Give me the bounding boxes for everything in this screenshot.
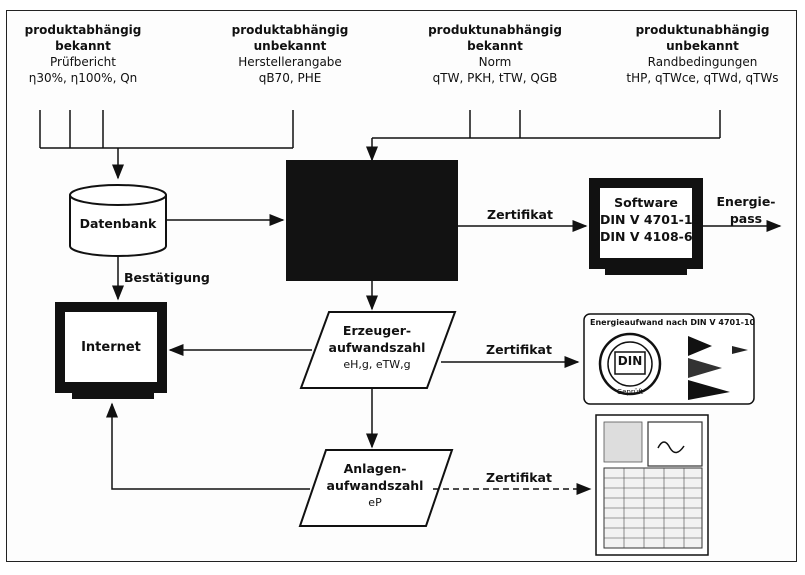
database-node bbox=[69, 184, 167, 257]
certificate-document bbox=[595, 414, 709, 556]
anlagen-node-shape bbox=[298, 449, 454, 527]
processing-box bbox=[286, 160, 458, 281]
input-connectors bbox=[39, 110, 721, 180]
input-source: Prüfbericht bbox=[50, 55, 116, 69]
input-variables: η30%, η100%, Qn bbox=[28, 71, 138, 85]
erzeuger-line-1: Erzeuger- bbox=[342, 323, 412, 338]
energiepass-label: Energie- pass bbox=[716, 193, 776, 227]
din-label-badge bbox=[583, 313, 755, 405]
input-header-4: produktunabhängig unbekannt Randbedingun… bbox=[615, 22, 790, 86]
energiepass-line-1: Energie- bbox=[716, 194, 776, 209]
input-status: bekannt bbox=[467, 39, 523, 53]
input-variables: qTW, PKH, tTW, QGB bbox=[432, 71, 558, 85]
input-category: produktabhängig bbox=[231, 23, 349, 37]
input-header-2: produktabhängig unbekannt Herstelleranga… bbox=[210, 22, 370, 86]
input-status: bekannt bbox=[55, 39, 111, 53]
internet-label: Internet bbox=[81, 340, 141, 355]
software-standard-2: DIN V 4108-6 bbox=[600, 229, 693, 244]
flow-arrows bbox=[106, 214, 782, 490]
certificate-document-edge: Zertifikat bbox=[486, 470, 552, 485]
badge-logo-text: DIN bbox=[617, 354, 643, 368]
database-label: Datenbank bbox=[79, 216, 157, 231]
anlagen-label: Anlagen- aufwandszahl eP bbox=[310, 460, 440, 511]
confirmation-label: Bestätigung bbox=[124, 270, 210, 285]
erzeuger-node-shape bbox=[299, 311, 457, 389]
software-standard-1: DIN V 4701-10 bbox=[600, 212, 702, 227]
badge-title: Energieaufwand nach DIN V 4701-10 bbox=[590, 318, 756, 327]
certificate-software-label: Zertifikat bbox=[487, 207, 553, 222]
erzeuger-variables: eH,g, eTW,g bbox=[343, 358, 411, 371]
input-category: produktunabhängig bbox=[635, 23, 770, 37]
input-variables: tHP, qTWce, qTWd, qTWs bbox=[626, 71, 779, 85]
energiepass-line-2: pass bbox=[729, 211, 763, 226]
input-source: Norm bbox=[478, 55, 512, 69]
input-status: unbekannt bbox=[253, 39, 327, 53]
badge-logo-sub: Geprüft bbox=[616, 388, 644, 396]
input-header-1: produktabhängig bekannt Prüfbericht η30%… bbox=[8, 22, 158, 86]
software-title: Software bbox=[614, 195, 678, 210]
erzeuger-line-2: aufwandszahl bbox=[328, 340, 426, 355]
software-monitor bbox=[589, 178, 703, 275]
anlagen-line-1: Anlagen- bbox=[343, 461, 407, 476]
input-source: Herstellerangabe bbox=[238, 55, 342, 69]
input-header-3: produktunabhängig bekannt Norm qTW, PKH,… bbox=[410, 22, 580, 86]
input-status: unbekannt bbox=[666, 39, 739, 53]
anlagen-line-2: aufwandszahl bbox=[326, 478, 424, 493]
input-category: produktunabhängig bbox=[428, 23, 562, 37]
input-category: produktabhängig bbox=[24, 23, 142, 37]
input-variables: qB70, PHE bbox=[258, 71, 322, 85]
anlagen-variables: eP bbox=[368, 496, 382, 509]
software-label: Software DIN V 4701-10 DIN V 4108-6 bbox=[600, 194, 702, 245]
certificate-label-edge: Zertifikat bbox=[486, 342, 552, 357]
internet-monitor bbox=[55, 302, 167, 399]
input-source: Randbedingungen bbox=[647, 55, 758, 69]
erzeuger-label: Erzeuger- aufwandszahl eH,g, eTW,g bbox=[312, 322, 442, 373]
